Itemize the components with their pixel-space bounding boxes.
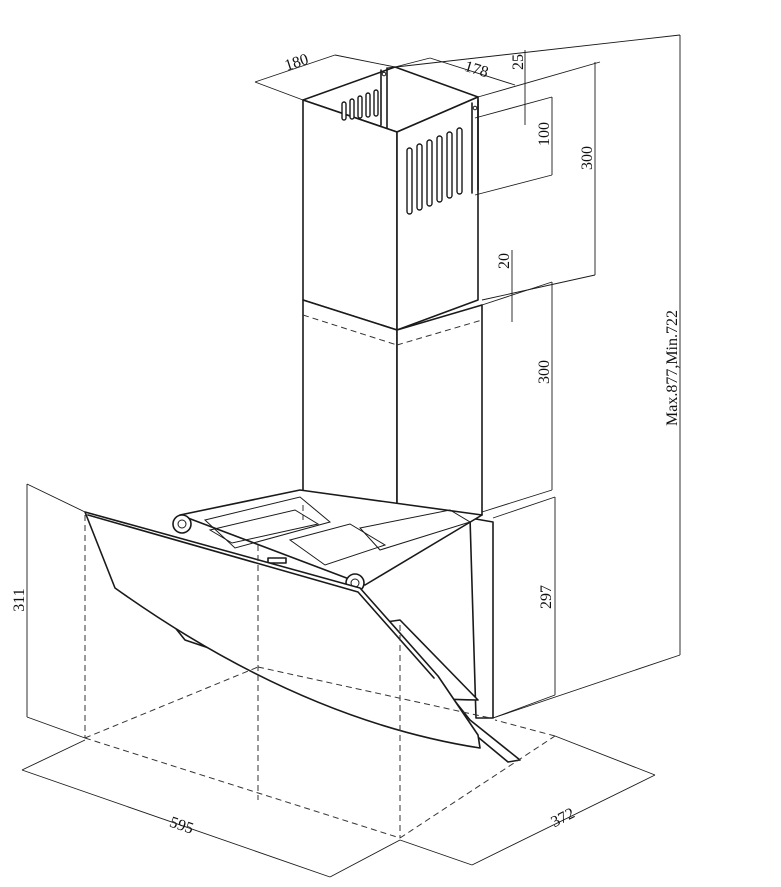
dim-chimney-depth: 178 <box>462 58 490 81</box>
dim-vent-height: 100 <box>536 122 553 146</box>
dim-glass-height: 311 <box>11 588 28 611</box>
side-vent-slots <box>406 127 463 215</box>
upper-chimney <box>302 66 479 331</box>
dim-hood-depth: 372 <box>548 805 577 831</box>
dim-hood-width: 595 <box>167 814 195 838</box>
hood-body <box>172 489 494 719</box>
top-vent-slots <box>341 89 379 121</box>
dim-chimney-width: 180 <box>283 51 311 75</box>
dim-total-height: Max.877,Min.722 <box>664 310 681 426</box>
dim-top-offset: 25 <box>510 54 527 70</box>
dim-lower-chimney: 300 <box>536 360 553 384</box>
dimension-lines <box>21 34 681 878</box>
dim-overlap: 20 <box>496 253 513 269</box>
dim-body-height: 297 <box>538 585 555 609</box>
lower-chimney <box>302 299 483 541</box>
footprint-dashed <box>84 505 556 839</box>
glass-panels <box>84 511 521 763</box>
dim-upper-chimney: 300 <box>579 146 596 170</box>
